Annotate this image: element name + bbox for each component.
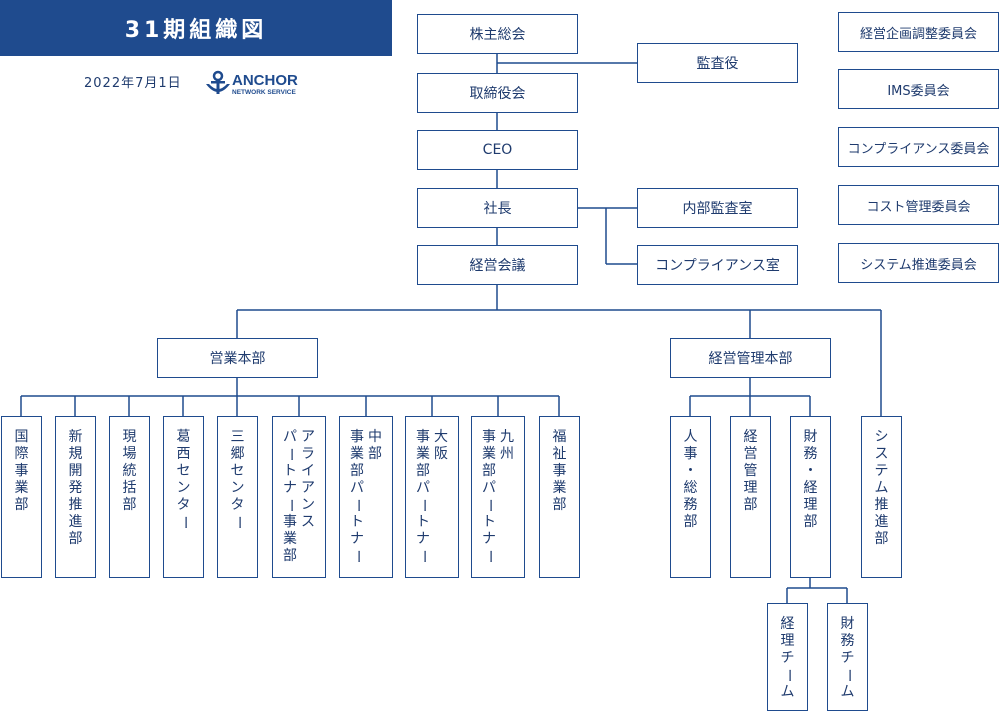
vertical-label-column: システム推進部 bbox=[874, 429, 889, 547]
vertical-label-column: 現場統括部 bbox=[122, 429, 137, 513]
vertical-label-column: 人事・総務部 bbox=[683, 429, 698, 530]
vertical-label-column: 福祉事業部 bbox=[552, 429, 567, 513]
vertical-label-column: パートナー事業部 bbox=[282, 429, 299, 564]
sales-dept-box: 九州事業部パートナー bbox=[471, 416, 525, 578]
compliance-office-box: コンプライアンス室 bbox=[637, 245, 798, 285]
vertical-label-column: 新規開発推進部 bbox=[68, 429, 83, 547]
committee-box: コンプライアンス委員会 bbox=[838, 127, 999, 167]
vertical-label-column: 財務チーム bbox=[840, 616, 856, 700]
admin-dept-box: 経営管理部 bbox=[730, 416, 771, 578]
svg-text:ANCHOR: ANCHOR bbox=[232, 72, 298, 89]
vertical-label-column: 国際事業部 bbox=[14, 429, 29, 513]
sales-dept-box: 国際事業部 bbox=[1, 416, 42, 578]
vertical-label-column: アライアンス bbox=[301, 429, 315, 530]
committee-box: システム推進委員会 bbox=[838, 243, 999, 283]
system-dept-box: システム推進部 bbox=[861, 416, 902, 578]
vertical-label-column: 葛西センター bbox=[176, 429, 192, 530]
admin-dept-box: 人事・総務部 bbox=[670, 416, 711, 578]
sales-dept-box: 大阪事業部パートナー bbox=[405, 416, 459, 578]
committee-box: IMS委員会 bbox=[838, 69, 999, 109]
vertical-label-column: 事業部パートナー bbox=[415, 429, 432, 564]
svg-text:NETWORK SERVICE: NETWORK SERVICE bbox=[232, 89, 296, 96]
committee-box: 経営企画調整委員会 bbox=[838, 12, 999, 52]
management-meeting-box: 経営会議 bbox=[417, 245, 578, 285]
vertical-label-column: 事業部パートナー bbox=[481, 429, 498, 564]
vertical-label-column: 財務・経理部 bbox=[803, 429, 818, 530]
chart-title: 31期組織図 bbox=[0, 0, 392, 56]
ceo-box: CEO bbox=[417, 130, 578, 170]
anchor-logo: ANCHOR NETWORK SERVICE bbox=[206, 70, 298, 96]
sales-dept-box: アライアンスパートナー事業部 bbox=[272, 416, 326, 578]
shareholders-box: 株主総会 bbox=[417, 14, 578, 54]
vertical-label-column: 大阪 bbox=[434, 429, 448, 462]
sales-dept-box: 中部事業部パートナー bbox=[339, 416, 393, 578]
president-box: 社長 bbox=[417, 188, 578, 228]
sales-dept-box: 三郷センター bbox=[217, 416, 258, 578]
sales-dept-box: 現場統括部 bbox=[109, 416, 150, 578]
internal-audit-box: 内部監査室 bbox=[637, 188, 798, 228]
vertical-label-column: 中部 bbox=[368, 429, 382, 462]
team-box: 財務チーム bbox=[827, 603, 868, 711]
vertical-label-column: 経営管理部 bbox=[743, 429, 758, 513]
sales-dept-box: 福祉事業部 bbox=[539, 416, 580, 578]
sales-division-box: 営業本部 bbox=[157, 338, 318, 378]
auditor-box: 監査役 bbox=[637, 43, 798, 83]
admin-dept-box: 財務・経理部 bbox=[790, 416, 831, 578]
vertical-label-column: 三郷センター bbox=[230, 429, 246, 530]
admin-division-box: 経営管理本部 bbox=[670, 338, 831, 378]
chart-date: 2022年7月1日 bbox=[84, 76, 182, 91]
sales-dept-box: 葛西センター bbox=[163, 416, 204, 578]
sales-dept-box: 新規開発推進部 bbox=[55, 416, 96, 578]
board-box: 取締役会 bbox=[417, 73, 578, 113]
vertical-label-column: 九州 bbox=[500, 429, 514, 462]
team-box: 経理チーム bbox=[767, 603, 808, 711]
vertical-label-column: 事業部パートナー bbox=[349, 429, 366, 564]
vertical-label-column: 経理チーム bbox=[780, 616, 796, 700]
committee-box: コスト管理委員会 bbox=[838, 185, 999, 225]
